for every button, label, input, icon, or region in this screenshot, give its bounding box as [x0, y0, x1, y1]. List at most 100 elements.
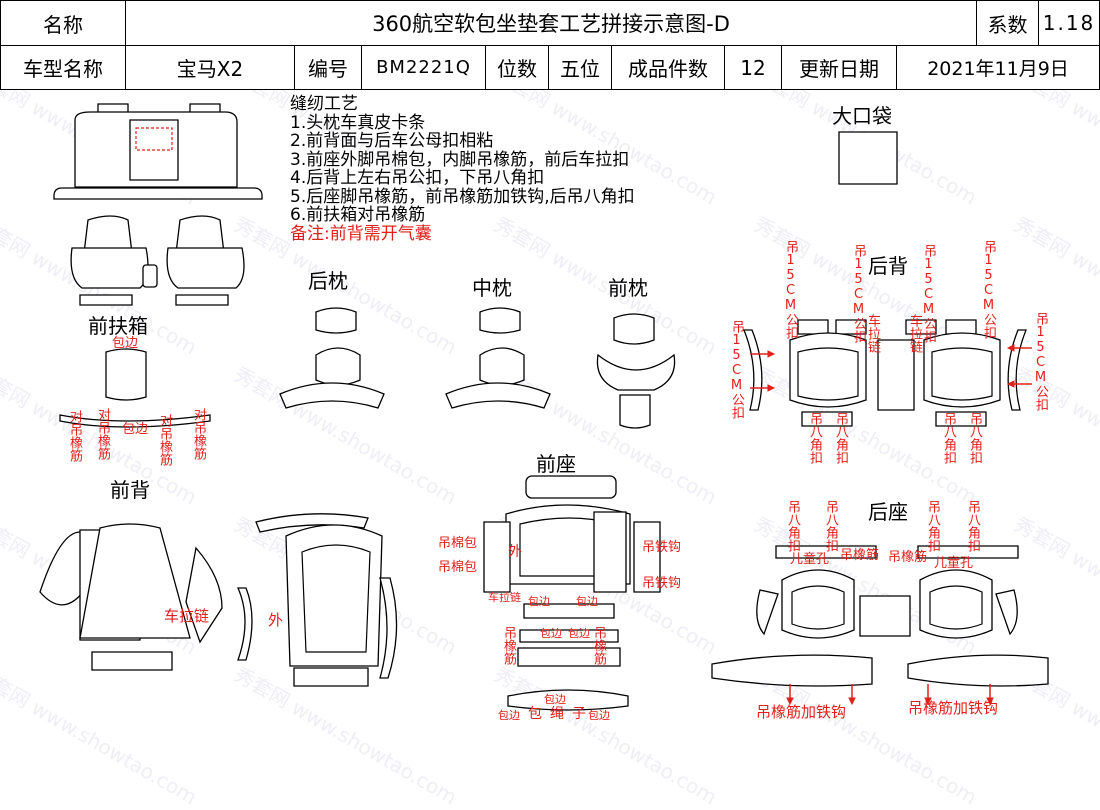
anno-rear-seat-octagon-3: 吊八角扣	[925, 500, 940, 552]
note-item-2: 2.前背面与后车公母扣相粘	[290, 131, 494, 151]
name-label: 名称	[43, 12, 83, 37]
mid-pillow-pieces	[446, 308, 550, 408]
anno-front-seat-wrap-5: 包边	[544, 693, 566, 706]
note-item-6: 6.前扶箱对吊橡筋	[290, 205, 426, 225]
anno-front-seat-cotton-1: 吊棉包	[438, 536, 478, 551]
seats-label-cell: 位数	[485, 45, 549, 90]
model-value: 宝马X2	[176, 57, 244, 81]
anno-armrest-elastic-1: 对吊橡筋	[67, 410, 82, 462]
label-rear-seat: 后座	[868, 500, 908, 524]
anno-armrest-elastic-4: 对吊橡筋	[191, 408, 206, 460]
anno-rear-seat-child-1: 儿童孔	[790, 552, 830, 567]
anno-front-seat-zip: 车拉链	[488, 591, 521, 604]
name-label-cell: 名称	[0, 0, 126, 46]
pieces-value: 12	[740, 55, 766, 80]
anno-front-back-zip: 车拉链	[164, 607, 210, 625]
label-rear-back: 后背	[868, 254, 908, 278]
front-seat-pieces	[484, 476, 660, 710]
label-big-pocket: 大口袋	[832, 104, 892, 128]
anno-rear-back-left: 吊15CM公扣	[729, 320, 744, 419]
notes-title: 缝纫工艺	[290, 94, 358, 114]
anno-front-seat-outside: 外	[508, 544, 522, 560]
anno-front-seat-wrap-1: 包边	[528, 595, 550, 608]
update-value: 2021年11月9日	[927, 58, 1069, 80]
anno-front-seat-rope: 包绳子	[528, 706, 594, 722]
rear-seat-pieces	[712, 546, 1048, 686]
anno-rear-back-top-2: 吊15CM公扣	[851, 244, 866, 343]
label-front-armrest: 前扶箱	[88, 314, 148, 338]
coef-label: 系数	[987, 12, 1028, 37]
seats-value: 五位	[560, 57, 600, 81]
overview-rear-bench	[54, 104, 262, 199]
anno-rear-seat-octagon-4: 吊八角扣	[965, 500, 980, 552]
update-value-cell: 2021年11月9日	[896, 45, 1100, 90]
coef-value: 1.18	[1042, 11, 1096, 35]
front-armrest-pieces	[60, 349, 210, 427]
anno-armrest-wrap-2: 包边	[122, 422, 149, 437]
code-label: 编号	[308, 57, 348, 81]
note-item-5: 5.后座脚吊橡筋，前吊橡筋加铁钩,后吊八角扣	[290, 186, 635, 207]
label-front-pillow: 前枕	[608, 276, 648, 300]
update-label: 更新日期	[799, 57, 879, 81]
anno-rear-back-octagon-2: 吊八角扣	[833, 412, 848, 464]
anno-rear-seat-child-2: 儿童孔	[934, 556, 974, 571]
anno-rear-seat-elastic-2: 吊橡筋	[888, 550, 928, 565]
big-pocket-piece	[839, 132, 897, 184]
annotation-arrows	[750, 345, 1032, 704]
anno-rear-back-octagon-4: 吊八角扣	[967, 412, 982, 464]
anno-rear-back-top-3: 吊15CM公扣	[921, 244, 936, 343]
model-value-cell: 宝马X2	[125, 45, 295, 90]
anno-front-seat-elastic-1: 吊橡筋	[501, 626, 516, 665]
anno-rear-back-top-1: 吊15CM公扣	[783, 240, 798, 339]
anno-armrest-elastic-2: 对吊橡筋	[95, 408, 110, 460]
code-value: BM2221Q	[376, 57, 471, 78]
anno-front-seat-cotton-2: 吊棉包	[438, 560, 478, 575]
anno-rear-back-zip-1: 车拉链	[865, 314, 880, 353]
label-front-seat: 前座	[536, 452, 576, 476]
code-label-cell: 编号	[294, 45, 362, 90]
front-back-pieces	[40, 514, 397, 686]
pattern-drawing	[0, 0, 1100, 734]
anno-front-seat-wrap-2: 包边	[576, 595, 598, 608]
note-item-1: 1.头枕车真皮卡条	[290, 112, 426, 133]
anno-rear-seat-hook-2: 吊橡筋加铁钩	[908, 699, 999, 717]
front-pillow-pieces	[597, 314, 674, 428]
label-front-back: 前背	[110, 478, 150, 502]
seats-label: 位数	[497, 57, 537, 81]
pieces-label: 成品件数	[628, 57, 708, 81]
anno-front-seat-wrap-4: 包边	[568, 627, 590, 640]
anno-front-seat-wrap-3: 包边	[540, 627, 562, 640]
anno-front-seat-elastic-2: 吊橡筋	[591, 626, 606, 665]
anno-rear-seat-octagon-2: 吊八角扣	[823, 500, 838, 552]
model-label: 车型名称	[23, 57, 103, 81]
anno-rear-back-octagon-3: 吊八角扣	[941, 412, 956, 464]
anno-rear-seat-elastic-1: 吊橡筋	[840, 548, 880, 563]
pieces-label-cell: 成品件数	[611, 45, 725, 90]
sewing-notes: 缝纫工艺 1.头枕车真皮卡条 2.前背面与后车公母扣相粘 3.前座外脚吊棉包，内…	[290, 95, 635, 243]
overview-front-seats	[71, 216, 244, 305]
pieces-value-cell: 12	[724, 45, 782, 90]
anno-front-seat-hook-2: 吊铁钩	[642, 576, 682, 591]
anno-rear-back-octagon-1: 吊八角扣	[807, 412, 822, 464]
label-rear-pillow: 后枕	[308, 269, 348, 293]
anno-front-seat-hook-1: 吊铁钩	[642, 540, 682, 555]
anno-rear-back-right: 吊15CM公扣	[1033, 312, 1048, 411]
notes-remark: 备注:前背需开气囊	[290, 223, 432, 244]
anno-rear-back-top-4: 吊15CM公扣	[981, 240, 996, 339]
note-item-4: 4.后背上左右吊公扣，下吊八角扣	[290, 168, 545, 188]
anno-armrest-wrap: 包边	[112, 336, 139, 351]
model-label-cell: 车型名称	[0, 45, 126, 90]
anno-front-seat-wrap-6: 包边	[498, 709, 520, 722]
anno-rear-back-zip-2: 车拉链	[907, 314, 922, 353]
anno-rear-seat-hook-1: 吊橡筋加铁钩	[756, 703, 847, 721]
coef-label-cell: 系数	[976, 0, 1039, 46]
anno-front-back-outside: 外	[268, 611, 284, 629]
label-mid-pillow: 中枕	[472, 276, 512, 300]
note-item-3: 3.前座外脚吊棉包，内脚吊橡筋，前后车拉扣	[290, 149, 630, 170]
coef-value-cell: 1.18	[1038, 0, 1100, 46]
rear-back-pieces	[744, 320, 1026, 426]
rear-pillow-pieces	[280, 308, 384, 408]
update-label-cell: 更新日期	[781, 45, 897, 90]
anno-armrest-elastic-3: 对吊橡筋	[157, 414, 172, 466]
anno-rear-seat-octagon-1: 吊八角扣	[785, 500, 800, 552]
